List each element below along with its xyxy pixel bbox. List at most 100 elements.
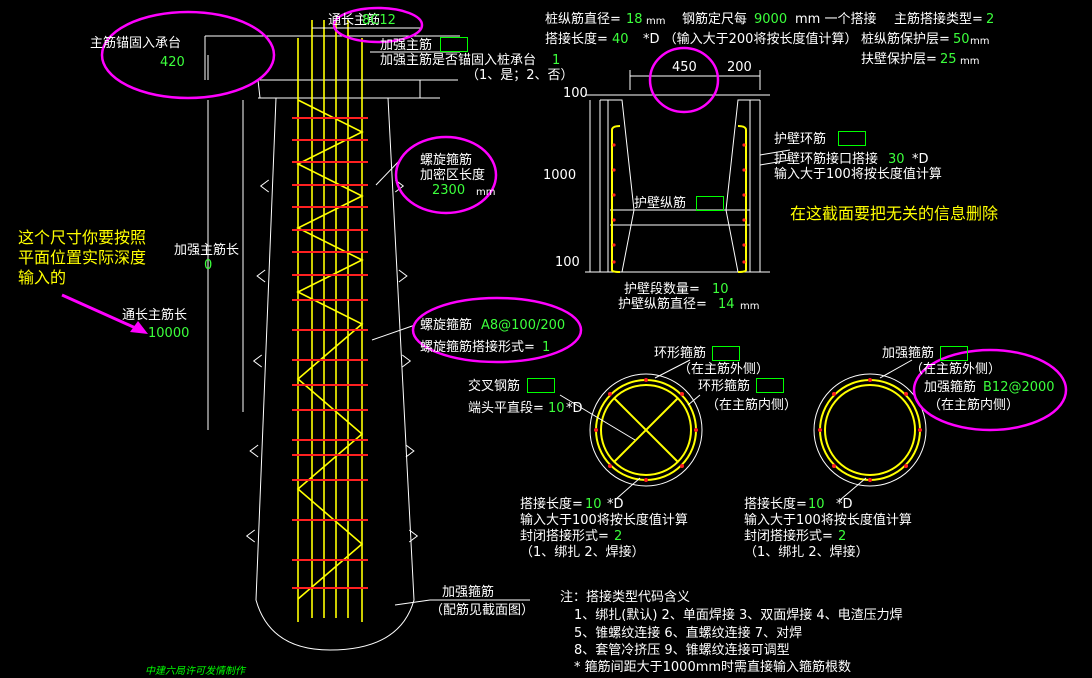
spiral2-value[interactable]: A8@100/200	[481, 318, 566, 333]
dia-label: 桩纵筋直径=	[545, 12, 621, 27]
c1-options: （1、绑扎 2、焊接）	[520, 545, 645, 560]
c2-hoop2-note: （在主筋内侧）	[928, 398, 1020, 413]
c2-lap-label: 搭接长度=	[744, 497, 807, 512]
wall-cover-unit: mm	[960, 56, 980, 67]
main-rebars	[297, 20, 363, 622]
section-yellow-note: 在这截面要把无关的信息删除	[790, 204, 999, 223]
c1-end-label: 端头平直段=	[468, 401, 544, 416]
long-label: 护壁纵筋	[634, 196, 687, 211]
fix-value[interactable]: 9000	[754, 12, 788, 27]
leader-lines	[312, 27, 530, 606]
spiral-stirrup	[296, 99, 364, 600]
note-yellow-1: 这个尺寸你要按照	[18, 228, 147, 247]
notes-line-3: 8、套管冷挤压 9、锥螺纹连接可调型	[574, 643, 790, 658]
c2-hoop-input-box[interactable]	[940, 346, 968, 361]
c2-lap-value[interactable]: 10	[808, 497, 825, 512]
dense-value[interactable]: 2300	[432, 183, 466, 198]
section-dots	[594, 378, 922, 482]
long-dia-value[interactable]: 14	[718, 297, 735, 312]
ring-input-box[interactable]	[838, 131, 866, 146]
spiral-lap-label: 螺旋箍筋搭接形式=	[420, 340, 535, 355]
fix-unit: mm 一个搭接	[795, 12, 877, 27]
note-yellow-3: 输入的	[18, 268, 67, 287]
c1-end-value[interactable]: 10	[548, 401, 565, 416]
lap-type-label: 主筋搭接类型=	[894, 12, 983, 27]
dim-100-bot: 100	[555, 255, 580, 270]
long-dia-unit: mm	[740, 301, 760, 312]
spiral2-label: 螺旋箍筋	[420, 318, 473, 333]
dim-100-top: 100	[563, 86, 588, 101]
anchor-question-value[interactable]: 1	[552, 53, 561, 68]
c2-hoop-note: （在主筋外侧）	[910, 362, 1002, 377]
note-yellow-2: 平面位置实际深度	[18, 248, 147, 267]
lap-len-label: 搭接长度=	[545, 32, 608, 47]
c2-hoop2-label: 加强箍筋	[924, 380, 977, 395]
lap-len-value[interactable]: 40	[612, 32, 629, 47]
seg-count-value[interactable]: 10	[712, 282, 729, 297]
c1-cross-label: 交叉钢筋	[468, 379, 521, 394]
c1-lap-value[interactable]: 10	[585, 497, 602, 512]
c1-lap-unit: *D	[607, 497, 624, 512]
c1-lap-note: 输入大于100将按长度值计算	[520, 513, 688, 528]
reinforce-len-value[interactable]: 0	[204, 258, 213, 273]
seg-count-label: 护壁段数量=	[624, 282, 700, 297]
segment-notch	[249, 444, 415, 458]
main-len-label: 通长主筋长	[122, 308, 188, 323]
c1-close-value[interactable]: 2	[614, 529, 623, 544]
c2-hoop2-value[interactable]: B12@2000	[983, 380, 1055, 395]
ring-lap-unit: *D	[912, 152, 929, 167]
spiral-lap-value[interactable]: 1	[542, 340, 551, 355]
anchor-label: 主筋锚固入承台	[90, 36, 182, 51]
fix-label: 钢筋定尺每	[682, 12, 748, 27]
anchor-value[interactable]: 420	[160, 55, 185, 70]
notes-line-4: * 箍筋间距大于1000mm时需直接输入箍筋根数	[574, 660, 852, 675]
c1-lap-label: 搭接长度=	[520, 497, 583, 512]
hoop-note: （配筋见截面图）	[430, 603, 535, 618]
notes-line-2: 5、锥螺纹连接 6、直螺纹连接 7、对焊	[574, 626, 803, 641]
wall-cover-value[interactable]: 25	[940, 52, 957, 67]
c2-hoop-label: 加强箍筋	[882, 346, 935, 361]
wall-cover-label: 扶壁保护层=	[861, 52, 937, 67]
section-circle-1	[559, 359, 703, 501]
notes-line-1: 1、绑扎(默认) 2、单面焊接 3、双面焊接 4、电渣压力焊	[574, 608, 903, 623]
segment-notch	[245, 529, 419, 543]
c1-end-unit: *D	[566, 401, 583, 416]
cover-value[interactable]: 50	[953, 32, 970, 47]
signature: 中建六局许可发情制作	[145, 666, 245, 677]
spiral-label: 螺旋箍筋	[420, 153, 473, 168]
c1-hoop-label: 环形箍筋	[654, 346, 707, 361]
c1-close-label: 封闭搭接形式=	[520, 529, 609, 544]
c2-close-value[interactable]: 2	[838, 529, 847, 544]
dia-value[interactable]: 18	[626, 12, 643, 27]
highlight-ellipses	[100, 6, 1068, 432]
reinforce-input-box[interactable]	[440, 37, 468, 52]
dia-unit: mm	[646, 16, 666, 27]
ring-lap-value[interactable]: 30	[888, 152, 905, 167]
anchor-question: 加强主筋是否锚固入桩承台	[380, 53, 537, 68]
reinforce-len-label: 加强主筋长	[174, 243, 240, 258]
segment-notch	[256, 269, 408, 283]
ring-label: 护壁环筋	[774, 132, 827, 147]
c1-hoop-input-box[interactable]	[712, 346, 740, 361]
lap-type-value[interactable]: 2	[986, 12, 995, 27]
c2-lap-note: 输入大于100将按长度值计算	[744, 513, 912, 528]
note-arrow	[61, 293, 148, 334]
wall-section	[585, 70, 791, 273]
reinforce-label: 加强主筋	[380, 38, 433, 53]
main-len-value[interactable]: 10000	[148, 326, 190, 341]
long-input-box[interactable]	[696, 196, 724, 211]
main-bar-value[interactable]: 8C12	[362, 13, 396, 28]
c1-hoop-note: （在主筋外侧）	[678, 362, 770, 377]
segment-notch	[252, 354, 412, 368]
c1-hoop2-label: 环形箍筋	[698, 379, 751, 394]
ring-note: 输入大于100将按长度值计算	[774, 167, 942, 182]
reinforce-hoops	[292, 117, 368, 589]
c1-cross-input-box[interactable]	[527, 378, 555, 393]
notes-title: 注：搭接类型代码含义	[560, 590, 691, 605]
main-bar-label: 通长主筋	[328, 13, 381, 28]
c1-hoop2-input-box[interactable]	[756, 378, 784, 393]
wall-dots	[612, 143, 746, 264]
c2-close-label: 封闭搭接形式=	[744, 529, 833, 544]
dense-unit: mm	[476, 187, 496, 198]
